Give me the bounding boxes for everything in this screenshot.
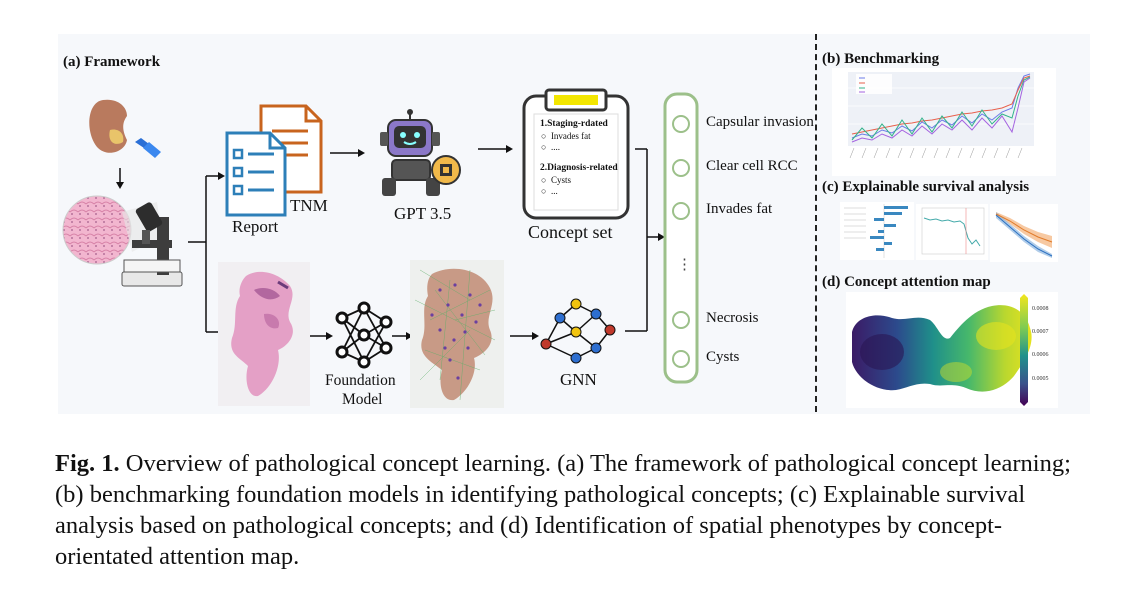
panel-divider (815, 34, 817, 412)
report-label: Report (232, 217, 279, 236)
attention-title: (d) Concept attention map (822, 274, 991, 290)
framework-title: (a) Framework (63, 54, 161, 70)
arrow-to-concept-set (478, 145, 513, 153)
benchmarking-title: (b) Benchmarking (822, 51, 940, 67)
figure-caption: Fig. 1. Overview of pathological concept… (55, 448, 1095, 572)
gnn-graph-icon (540, 298, 616, 364)
tissue-microscope-icon (62, 195, 183, 287)
colorbar-tick-3: 0.0005 (1032, 376, 1049, 382)
tissue-graph-image (410, 260, 504, 408)
benchmarking-chart-thumbnail (832, 68, 1056, 176)
colorbar-tick-2: 0.0006 (1032, 352, 1049, 358)
tnm-label: TNM (290, 196, 328, 215)
concept-diagnosis-header: 2.Diagnosis-related (540, 163, 618, 173)
bullet-icon: ○ (541, 142, 551, 152)
concept-diagnosis-more-text: ... (550, 186, 558, 196)
concept-staging-more: ○ .... (541, 142, 560, 152)
bullet-icon: ○ (541, 175, 551, 185)
report-document-icon (225, 131, 287, 217)
concept-label-3: Necrosis (706, 310, 759, 326)
concept-staging-item-text: Invades fat (550, 131, 591, 141)
concept-set-label: Concept set (528, 222, 613, 242)
colorbar-tick-0: 0.0008 (1032, 306, 1049, 312)
concept-ellipsis: ⋮ (677, 257, 692, 273)
arrow-to-graph (392, 332, 413, 340)
survival-title: (c) Explainable survival analysis (822, 179, 1030, 195)
concept-diagnosis-item-text: Cysts (550, 175, 571, 185)
wsi-slide-image (218, 262, 310, 406)
concept-column-box (663, 92, 699, 384)
neural-network-icon (335, 301, 393, 369)
concept-label-2: Invades fat (706, 201, 773, 217)
foundation-label-line2: Model (342, 391, 383, 408)
bullet-icon: ○ (541, 131, 551, 141)
concept-label-4: Cysts (706, 349, 740, 365)
colorbar-tick-1: 0.0007 (1032, 329, 1049, 335)
concept-set-clipboard (522, 88, 630, 220)
concept-label-0: Capsular invasion (706, 114, 814, 130)
gpt-label: GPT 3.5 (394, 204, 452, 223)
survival-line-thumbnail (916, 204, 988, 260)
caption-label: Fig. 1. (55, 450, 120, 477)
arrow-to-foundation (310, 332, 333, 340)
gnn-label: GNN (560, 370, 597, 389)
arrow-to-gnn (510, 332, 539, 340)
concept-staging-item: ○ Invades fat (541, 131, 591, 141)
concept-diagnosis-more: ○ ... (541, 186, 558, 196)
concept-label-1: Clear cell RCC (706, 158, 798, 174)
concept-staging-more-text: .... (550, 142, 560, 152)
down-arrow (116, 168, 124, 189)
survival-km-thumbnail (990, 204, 1058, 262)
foundation-label-line1: Foundation (325, 372, 396, 389)
concept-staging-header: 1.Staging-rdated (540, 119, 608, 129)
robot-icon (380, 109, 461, 196)
caption-text: Overview of pathological concept learnin… (55, 450, 1071, 570)
survival-bar-thumbnail (840, 202, 914, 260)
kidney-icon (89, 99, 161, 158)
concept-diagnosis-item: ○ Cysts (541, 175, 571, 185)
attention-colorbar (1020, 294, 1028, 406)
arrow-to-gpt (330, 149, 365, 157)
merge-connector (625, 148, 665, 332)
bullet-icon: ○ (541, 186, 551, 196)
